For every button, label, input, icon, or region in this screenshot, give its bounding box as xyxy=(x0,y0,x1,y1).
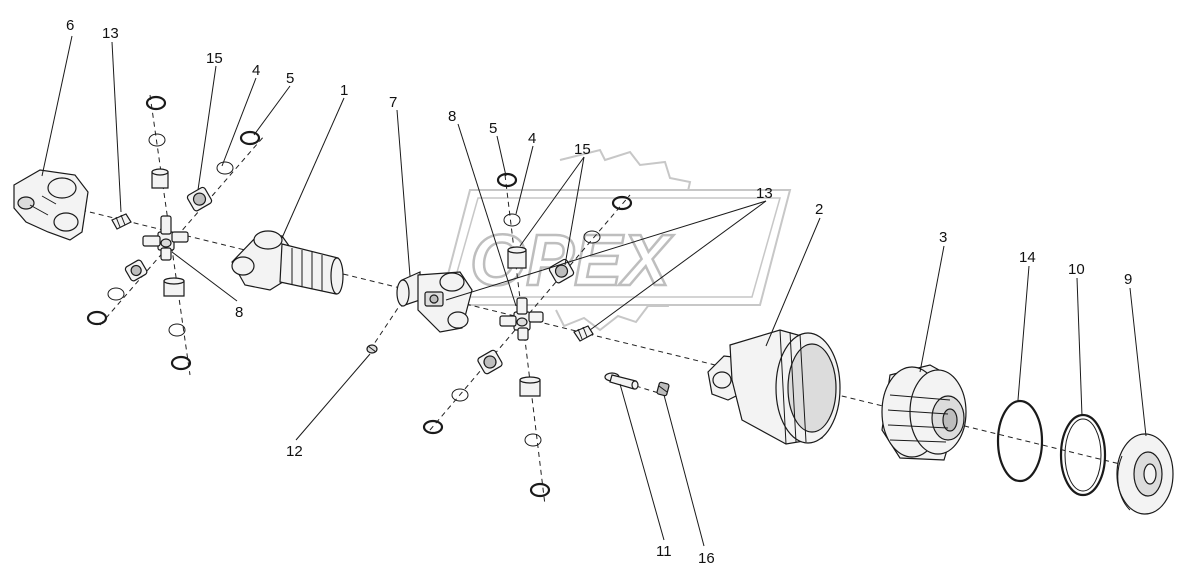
part-3-friction-disc-pack xyxy=(881,364,967,461)
part-1-splined-shaft-yoke xyxy=(231,230,344,295)
callout-3: 3 xyxy=(939,229,947,246)
part-9-end-cover xyxy=(1116,433,1174,515)
leader-lines xyxy=(41,35,1147,547)
right-bearing-set xyxy=(422,172,633,498)
callout-8: 8 xyxy=(235,304,243,321)
callout-12: 12 xyxy=(286,443,303,460)
part-10-snap-ring xyxy=(1059,413,1107,497)
callout-5: 5 xyxy=(489,120,497,137)
callout-13: 13 xyxy=(102,25,119,42)
callout-13: 13 xyxy=(756,185,773,202)
callout-4: 4 xyxy=(252,62,260,79)
callout-4: 4 xyxy=(528,130,536,147)
callout-1: 1 xyxy=(340,82,348,99)
part-12-lock-nut xyxy=(366,344,378,354)
part-13-grease-fitting-left xyxy=(111,213,132,230)
part-8-cross-spider-right xyxy=(499,297,544,341)
part-6-flange-yoke xyxy=(13,169,89,241)
callout-14: 14 xyxy=(1019,249,1036,266)
callout-16: 16 xyxy=(698,550,715,567)
part-8-cross-spider-left xyxy=(142,215,189,261)
callout-9: 9 xyxy=(1124,271,1132,288)
callout-labels: 6 13 15 4 5 1 7 8 5 4 15 13 2 3 14 10 9 … xyxy=(66,17,1132,567)
opex-watermark-logo: OPEX xyxy=(438,148,792,332)
left-bearing-set xyxy=(86,95,261,371)
callout-11: 11 xyxy=(656,543,672,560)
callout-15: 15 xyxy=(574,141,591,158)
part-7-inner-tube-yoke xyxy=(396,271,473,333)
part-14-retaining-ring xyxy=(996,399,1044,483)
part-2-clutch-housing xyxy=(707,329,841,445)
part-16-spring-washer xyxy=(656,381,670,397)
callout-15: 15 xyxy=(206,50,223,67)
callout-5: 5 xyxy=(286,70,294,87)
part-13-grease-fitting-right xyxy=(573,325,594,342)
callout-8: 8 xyxy=(448,108,456,125)
callout-10: 10 xyxy=(1068,261,1085,278)
callout-7: 7 xyxy=(389,94,397,111)
callout-6: 6 xyxy=(66,17,74,34)
part-11-bolt xyxy=(604,372,639,390)
callout-2: 2 xyxy=(815,201,823,218)
